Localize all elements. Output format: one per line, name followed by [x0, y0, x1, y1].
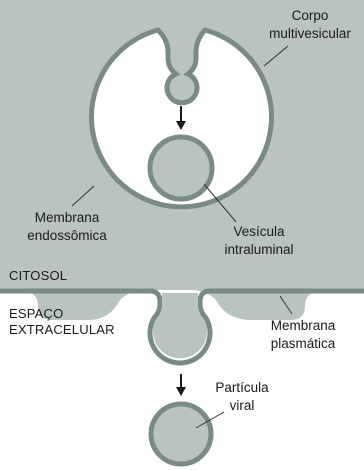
- extracellular-label-line1: ESPAÇO: [9, 306, 63, 321]
- endosomal-membrane-label-line1: Membrana: [35, 210, 100, 225]
- ilv-label-line2: intraluminal: [224, 242, 293, 257]
- plasma-membrane-label-line1: Membrana: [271, 318, 336, 333]
- mvb-label-line1: Corpo: [292, 8, 329, 23]
- viral-particle-label-line1: Partícula: [215, 380, 269, 395]
- ilv-label-line1: Vesícula: [233, 224, 285, 239]
- down-arrow-icon: [176, 374, 186, 396]
- extracellular-label-line2: EXTRACELULAR: [9, 322, 115, 337]
- cytosol-label: CITOSOL: [9, 268, 67, 283]
- intraluminal-vesicle: [150, 137, 212, 199]
- mvb-label-line2: multivesicular: [269, 26, 351, 41]
- endosomal-membrane-label-line2: endossômica: [27, 228, 107, 243]
- plasma-membrane-label-line2: plasmática: [271, 336, 336, 351]
- viral-particle: [151, 404, 211, 464]
- viral-particle-label-line2: viral: [230, 398, 255, 413]
